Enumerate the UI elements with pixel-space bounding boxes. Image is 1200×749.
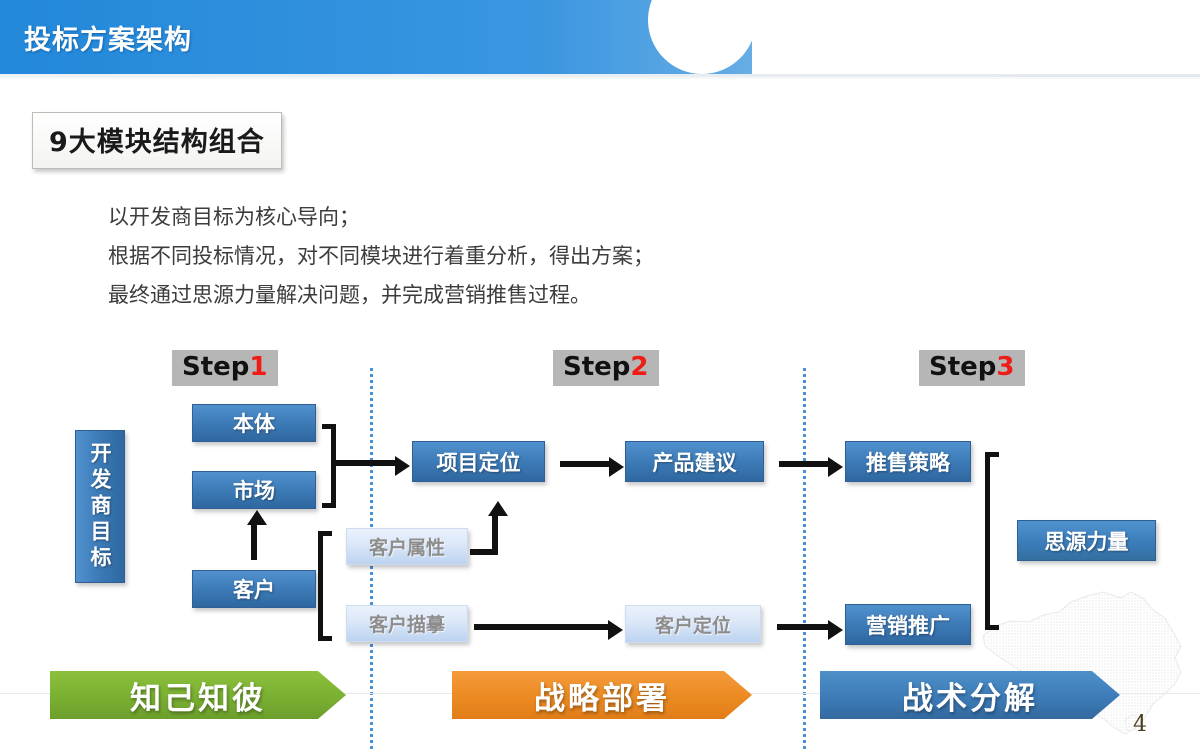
step-2-word: Step [563,352,631,382]
bracket-benti-shichang [322,424,336,508]
description-paragraph: 以开发商目标为核心导向； 根据不同投标情况，对不同模块进行着重分析，得出方案； … [108,198,868,315]
box-shichang[interactable]: 市场 [192,471,316,509]
bracket-kehu-group [318,531,332,641]
step-label-3: Step3 [919,350,1025,386]
banner-zhiji-zhibi[interactable]: 知己知彼 [50,671,346,719]
box-kehu-dingwei[interactable]: 客户定位 [625,605,761,643]
arrow-to-kehu-dingwei [474,620,623,640]
step-label-2: Step2 [553,350,659,386]
arrow-to-chanpin-jianyi [560,457,624,477]
bracket-step3-group [985,452,999,630]
arrow-shichang-to-kehu [247,510,267,560]
box-kehu-shuxing[interactable]: 客户属性 [346,528,468,565]
description-line-3: 最终通过思源力量解决问题，并完成营销推售过程。 [108,283,591,307]
description-line-2: 根据不同投标情况，对不同模块进行着重分析，得出方案； [108,244,654,268]
section-subtitle-box: 9大模块结构组合 [32,112,282,169]
box-developer-goal[interactable]: 开发商目标 [75,430,125,583]
box-kehu[interactable]: 客户 [192,570,316,608]
step-label-1: Step1 [172,350,278,386]
banner-zhanlue-bushu[interactable]: 战略部署 [452,671,752,719]
box-siyuan-liliang[interactable]: 思源力量 [1017,520,1156,561]
header-banner: 投标方案架构 [0,0,1200,74]
step-3-number: 3 [996,352,1015,382]
arrow-to-xiangmu-dingwei [336,456,410,476]
header-divider [0,74,1200,77]
step-1-number: 1 [249,352,268,382]
header-notch-shape [648,0,756,74]
arrow-to-yingxiao-tuiguang [777,620,843,640]
step-3-word: Step [929,352,997,382]
section-subtitle-label: 9大模块结构组合 [49,127,265,158]
step-1-word: Step [182,352,250,382]
box-benti[interactable]: 本体 [192,404,316,442]
box-tuishou-celue[interactable]: 推售策略 [845,441,971,482]
description-line-1: 以开发商目标为核心导向； [108,205,360,229]
header-divider-secondary [0,77,1200,79]
page-number: 4 [1133,712,1147,737]
box-yingxiao-tuiguang[interactable]: 营销推广 [845,604,971,645]
box-xiangmu-dingwei[interactable]: 项目定位 [412,441,545,482]
step-2-number: 2 [630,352,649,382]
china-map-watermark [982,591,1182,735]
step-divider-2 [803,368,806,749]
page-title: 投标方案架构 [24,25,192,56]
arrow-to-tuishou-celue [779,457,843,477]
box-chanpin-jianyi[interactable]: 产品建议 [625,441,764,482]
arrow-kehu-shuxing-up [488,501,508,555]
arrow-kehu-shuxing-elbow [470,549,498,555]
box-kehu-miaomo[interactable]: 客户描摹 [346,605,468,642]
header-right-fill [752,0,1200,74]
banner-zhanshu-fenjie[interactable]: 战术分解 [820,671,1120,719]
